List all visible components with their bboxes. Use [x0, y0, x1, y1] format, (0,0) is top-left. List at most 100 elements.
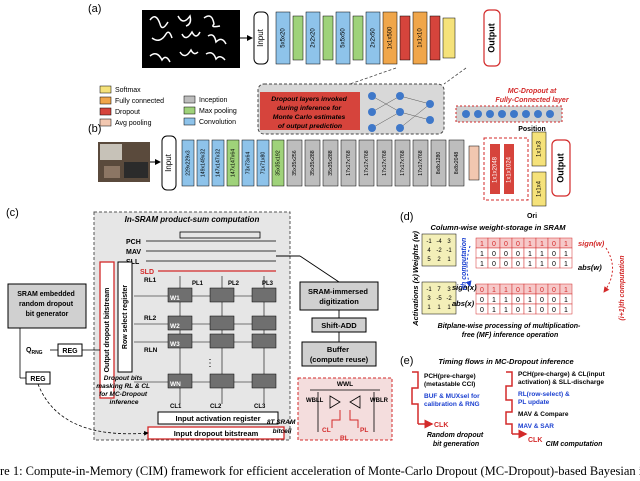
i1th-computation-label: (i+1)th computation	[619, 255, 626, 320]
weight-bit-bit: 1	[540, 241, 544, 248]
weight-bit-bit: 1	[528, 241, 532, 248]
reg-label-2: REG	[30, 376, 46, 383]
wblr-label: WBLR	[370, 398, 389, 404]
activation-matrix-cell: 1	[447, 305, 451, 311]
layer-block-conv	[335, 11, 351, 65]
mc-label-line2: Fully-Connected layer	[495, 97, 569, 104]
layer-label: 2x2x50	[371, 28, 377, 48]
sram-cell	[251, 315, 277, 331]
sram-rng-line3: bit generator	[26, 311, 69, 318]
sign-w-label: sign(w)	[578, 239, 605, 248]
ith-arrow	[465, 245, 472, 287]
inception-layer-label: 17x17x768	[418, 150, 424, 175]
right-step2-line2: PL update	[518, 399, 550, 406]
bitcell-line2: bitcell	[273, 428, 292, 435]
rl2-label: RL2	[144, 315, 157, 322]
weight-matrix-cell: -1	[446, 248, 452, 254]
neuron-node	[368, 92, 376, 100]
tail-label-1: 1x1x1024	[507, 156, 513, 183]
left-caption-line2: bit generation	[433, 441, 479, 448]
sram-cell	[167, 315, 193, 331]
ith-computation-label: ith computation	[461, 238, 468, 291]
activation-matrix-cell: 3	[447, 287, 451, 293]
left-step2: BUF & MUXsel for calibration & RNG	[424, 393, 481, 408]
inception-layer-block	[286, 139, 303, 187]
mc-position-box-b	[483, 137, 529, 201]
input-box-a	[253, 11, 269, 65]
tail-label-0: 1x1x2048	[493, 156, 499, 183]
stem-layer-label: 229x229x3	[185, 150, 191, 175]
legend-label-inception: Inception	[199, 97, 228, 104]
panel-d-caption-line1: Bitplane-wise processing of multiplicati…	[438, 323, 581, 330]
activation-bit-bit: 0	[516, 297, 520, 304]
stem-layer-label: 71x71x80	[260, 152, 266, 175]
bitcell-pl-label: PL	[360, 427, 368, 434]
digit-stroke	[151, 31, 173, 41]
legend-label-maxpool: Max pooling	[199, 108, 237, 115]
activation-bit-bit: 1	[504, 287, 508, 294]
photo-object	[104, 166, 120, 178]
panel-label-b: (b)	[88, 123, 101, 135]
legend-label-fc: Fully connected	[115, 98, 164, 105]
buffer-line2: (compute reuse)	[310, 355, 369, 364]
weight-w1: W1	[170, 295, 180, 302]
output-box-a	[483, 9, 501, 67]
weight-bit-bit: 1	[528, 261, 532, 268]
pl2-label: PL2	[228, 281, 240, 287]
dropout-bits-line4: inference	[110, 399, 139, 406]
panel-d-title: Column-wise weight-storage in SRAM	[430, 223, 566, 232]
inception-layer-block	[358, 139, 375, 187]
neuron-node	[426, 100, 434, 108]
inception-layer-block	[340, 139, 357, 187]
activation-bit-bit: 1	[528, 287, 532, 294]
row-select-register	[117, 261, 133, 373]
weight-bit-bit: 1	[564, 261, 568, 268]
activation-bit-bit: 0	[540, 287, 544, 294]
control-lines	[146, 231, 276, 262]
pl3-label: PL3	[262, 281, 274, 287]
sll-label: SLL	[126, 259, 140, 266]
weight-bit-bit: 0	[504, 251, 508, 258]
dropout-note-line2: during inference for	[277, 105, 342, 112]
activation-bit-bit: 1	[492, 297, 496, 304]
sram-cell	[251, 333, 277, 349]
right-step4: MAV & SAR	[518, 423, 554, 430]
layer-label: 1x1x10	[418, 28, 424, 48]
abs-x-label: abs(x)	[452, 299, 475, 308]
weight-bit-bit: 1	[540, 261, 544, 268]
neuron-node	[426, 116, 434, 124]
layer-label: 5x5x20	[281, 28, 287, 48]
stem-layer-label: 149x149x32	[200, 149, 206, 177]
clk-label-left: CLK	[434, 422, 448, 429]
dropout-note-line3: Monte Carlo estimates	[273, 114, 346, 121]
legend-swatch-fc	[99, 96, 112, 105]
digitization-line2: digitization	[319, 297, 359, 306]
inception-layer-block	[394, 139, 411, 187]
qrng-sub: RNG	[31, 350, 42, 356]
activation-bit-cell	[559, 303, 573, 315]
weight-bit-bit: 1	[528, 251, 532, 258]
pl1-label: PL1	[192, 281, 204, 287]
digitization-wires	[276, 255, 340, 342]
softmax-box-b1	[531, 131, 547, 167]
weight-bit-cell	[559, 257, 573, 269]
layer-label: 2x2x20	[311, 28, 317, 48]
activation-bit-bit: 1	[492, 307, 496, 314]
dropout-bits-note: Dropout bits masking RL & CL for MC-Drop…	[96, 375, 151, 406]
weight-matrix-cell: 5	[427, 257, 431, 263]
sram-cell	[209, 333, 235, 349]
inception-layer-block	[304, 139, 321, 187]
bitcell-rl-label: RL	[340, 435, 349, 442]
weight-bit-bit: 0	[516, 241, 520, 248]
activation-bit-bit: 0	[552, 287, 556, 294]
activation-matrix-cell: 3	[427, 296, 431, 302]
stem-layer-block	[226, 139, 240, 187]
sram-cell	[209, 315, 235, 331]
neuron-node	[368, 108, 376, 116]
left-caption-line1: Random dropout	[427, 432, 484, 439]
input-activation-register	[157, 411, 279, 425]
